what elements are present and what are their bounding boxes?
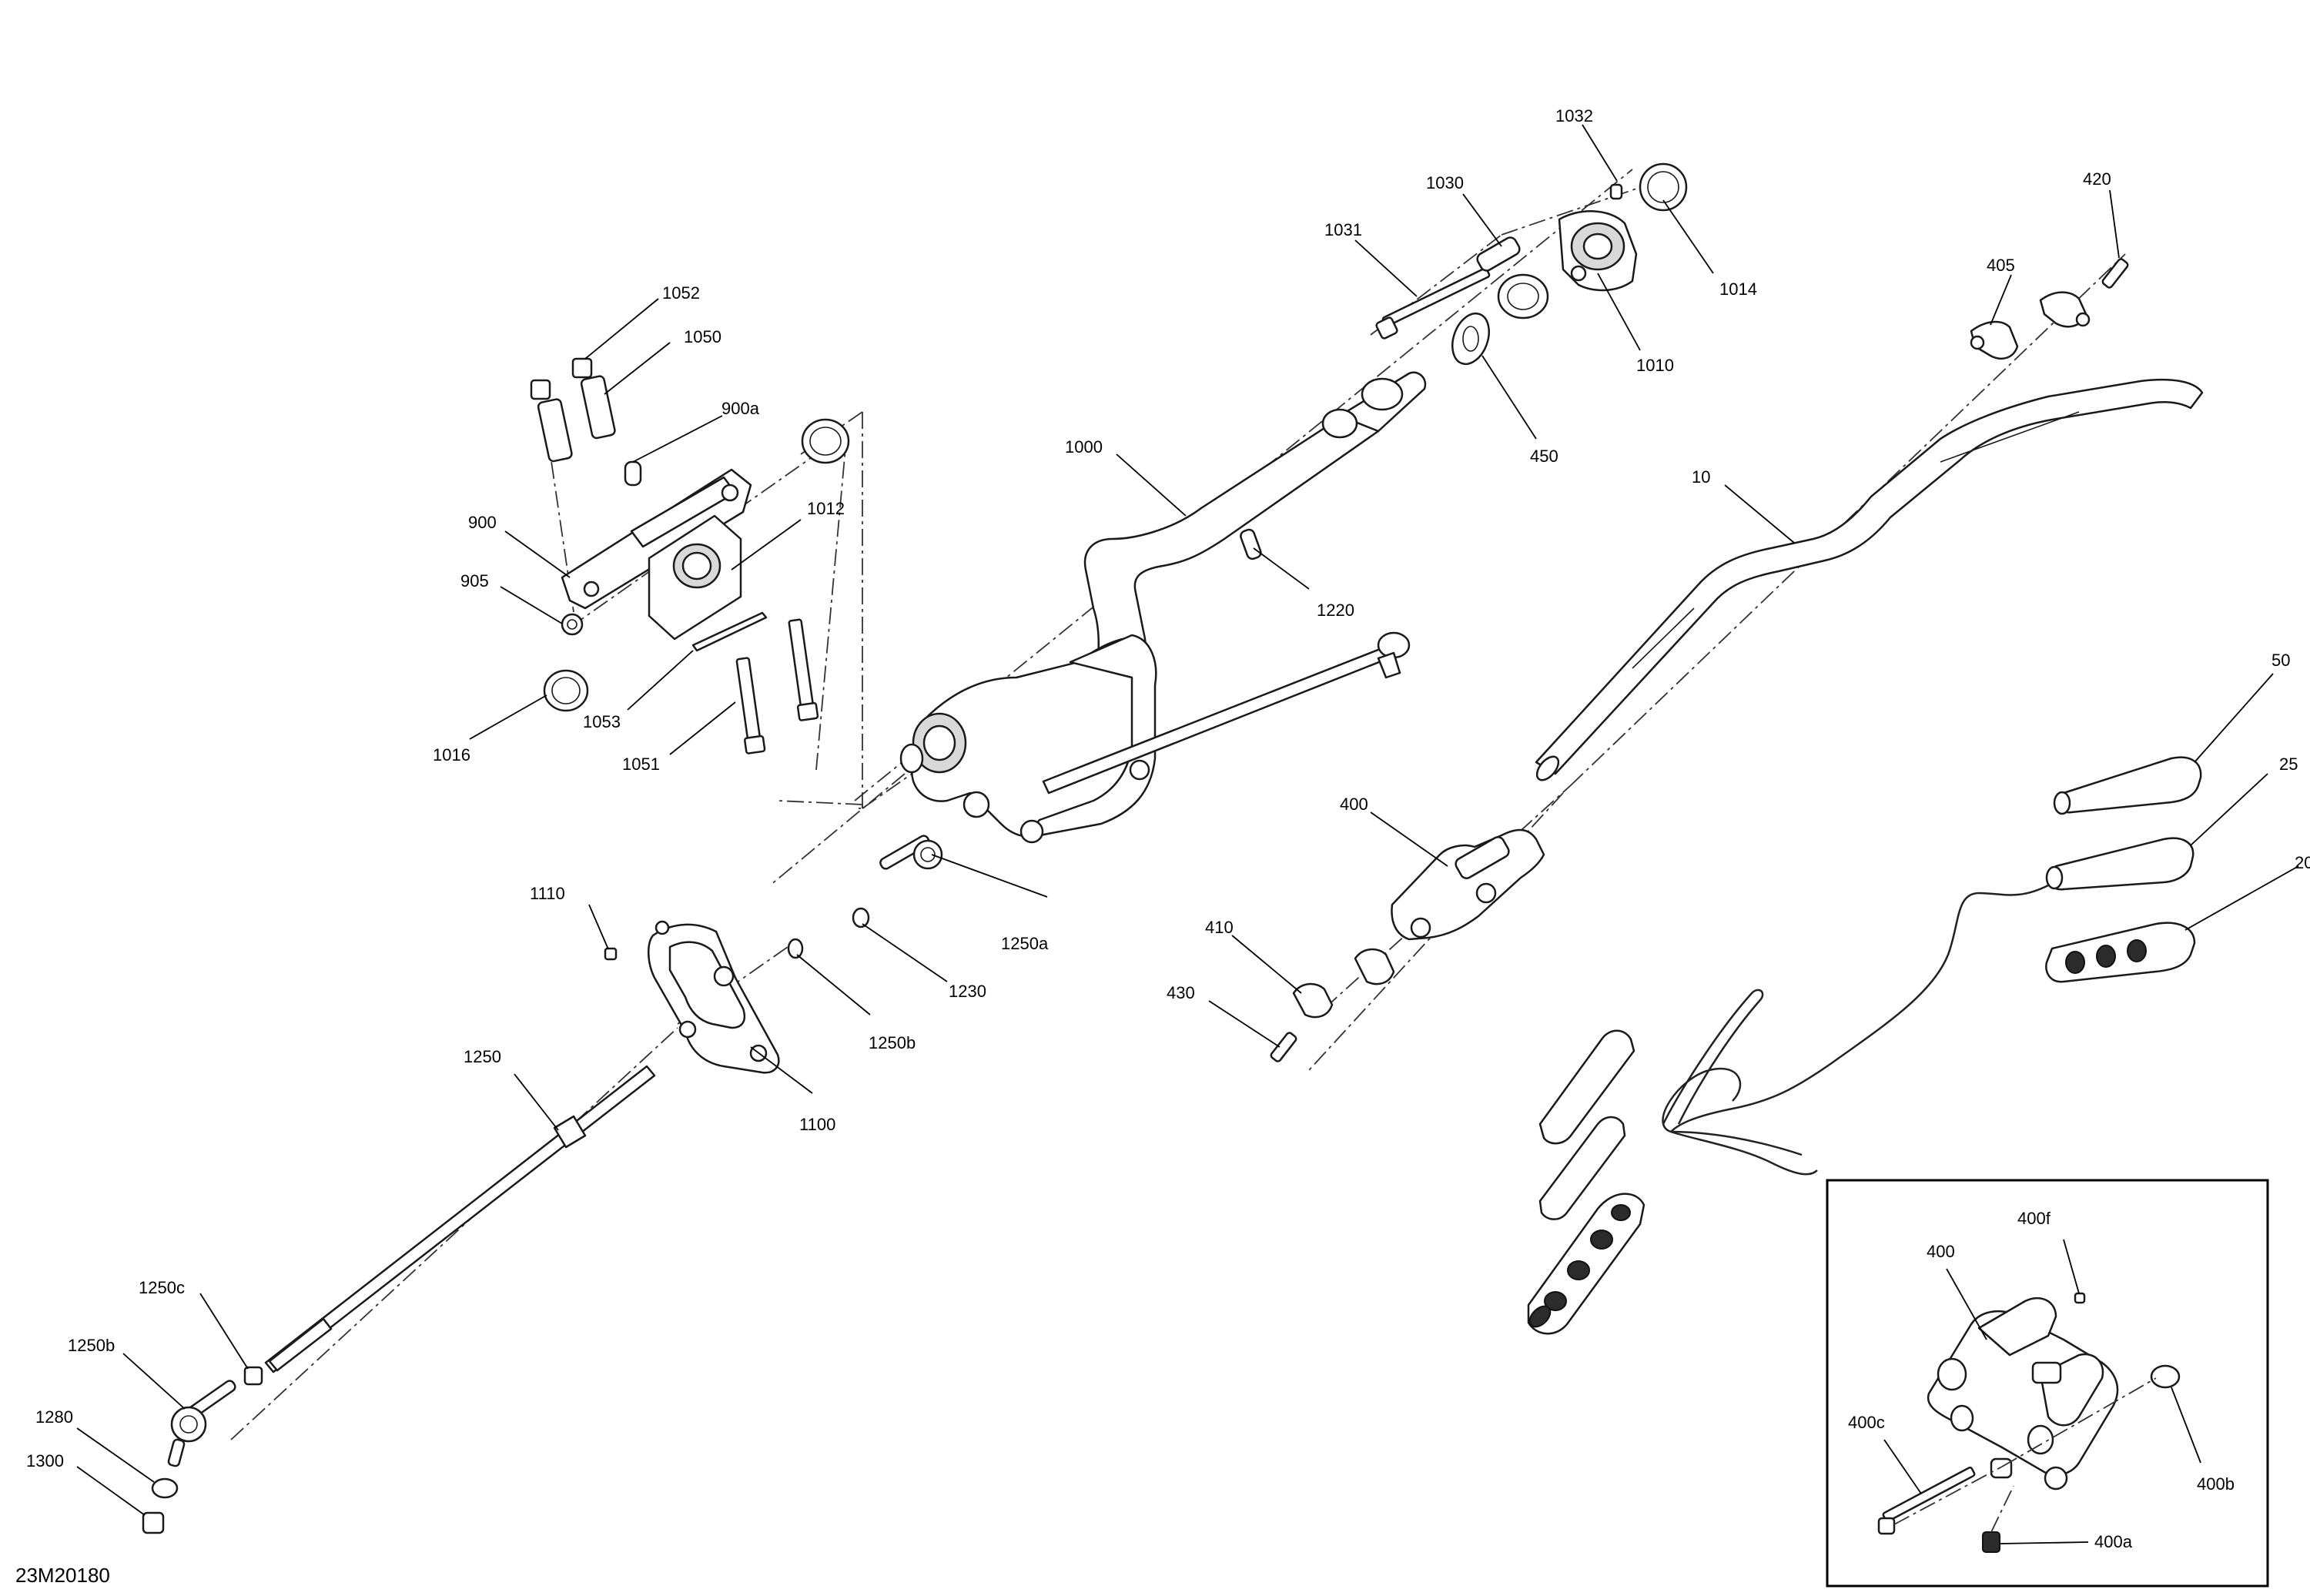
inset-callout-400c: 400c: [1848, 1413, 1885, 1432]
clamp-block-1012: [648, 514, 742, 641]
nut-1300: [142, 1511, 165, 1534]
clamp-405: [1970, 291, 2091, 360]
callout-1230: 1230: [949, 982, 986, 1001]
screw-1110: [604, 947, 618, 961]
callout-410: 410: [1205, 918, 1234, 937]
callout-905: 905: [460, 571, 489, 591]
callout-1012: 1012: [807, 499, 845, 518]
callout-1052: 1052: [662, 283, 700, 303]
nut-1052-right: [571, 357, 593, 379]
callout-430: 430: [1167, 983, 1195, 1002]
callout-leaders: [76, 124, 2299, 1516]
callout-1032: 1032: [1555, 106, 1593, 125]
callout-50: 50: [2272, 651, 2290, 670]
callout-900: 900: [468, 513, 497, 532]
washer-1280: [151, 1477, 179, 1499]
callout-1220: 1220: [1317, 601, 1354, 620]
callout-1280: 1280: [35, 1407, 73, 1427]
callout-1250c: 1250c: [139, 1278, 185, 1297]
callout-450: 450: [1530, 447, 1558, 466]
bushing-1014: [1639, 162, 1688, 212]
callout-1110: 1110: [530, 884, 565, 903]
grip-heater-25: [2045, 837, 2194, 891]
clamp-410: [1292, 948, 1395, 1019]
screw-420: [2101, 258, 2129, 289]
callout-25: 25: [2279, 755, 2298, 774]
washer-1230: [852, 907, 870, 928]
nut-1250c: [243, 1366, 263, 1386]
bushing-1012: [801, 418, 850, 464]
bracket-900: [561, 468, 752, 610]
clamp-1010: [1558, 210, 1638, 292]
callout-1014: 1014: [1719, 279, 1757, 299]
callout-1250b-lower: 1250b: [68, 1336, 115, 1355]
callout-1050: 1050: [684, 327, 721, 346]
left-grip: [1527, 1193, 1645, 1335]
inset-detail-riser: 400 400f 400c 400b 400a: [1826, 1179, 2269, 1588]
callout-420: 420: [2083, 169, 2111, 189]
sleeve-1030: [1476, 236, 1521, 272]
pin-1032: [1609, 183, 1623, 200]
callout-10: 10: [1692, 467, 1710, 487]
bushing-1010-lower: [1497, 273, 1549, 320]
shim-1053: [691, 611, 768, 652]
screw-430: [1270, 1032, 1297, 1062]
bearing-450: [1451, 312, 1490, 366]
callout-1010: 1010: [1636, 356, 1674, 375]
callout-1300: 1300: [26, 1451, 64, 1471]
lower-housing-1100: [648, 920, 780, 1074]
callout-1031: 1031: [1324, 220, 1362, 239]
callout-900a: 900a: [721, 399, 760, 418]
callout-labels: 1032 1030 1031 1014 1010 450 420 405 10 …: [26, 106, 2310, 1471]
steering-column-1000: [852, 371, 1427, 928]
pin-900a: [624, 460, 642, 487]
nut-1052-left: [530, 379, 551, 400]
callout-1100: 1100: [799, 1115, 835, 1134]
callout-1053: 1053: [583, 712, 621, 731]
nut-905: [561, 613, 584, 636]
callout-1000: 1000: [1065, 437, 1103, 457]
callout-405: 405: [1987, 256, 2015, 275]
inset-callout-400f: 400f: [2017, 1209, 2051, 1228]
handlebar-10: [1535, 378, 2204, 781]
left-grip-heater-top: [1538, 1029, 1635, 1145]
upper-clamp-group: [530, 357, 850, 755]
washer-1250b-upper: [787, 938, 804, 959]
left-grip-heater-mid: [1538, 1116, 1626, 1220]
bolt-1051-left: [735, 657, 766, 755]
spacer-1050-right: [580, 375, 616, 440]
callout-1250b-upper: 1250b: [869, 1033, 916, 1052]
rod-end-1250b-lower: [167, 1380, 236, 1467]
callout-1030: 1030: [1426, 173, 1464, 192]
shaft-1250: [264, 1065, 656, 1373]
callout-1016: 1016: [433, 745, 470, 765]
diagram-code: 23M20180: [15, 1564, 110, 1587]
rod-end-1250a: [879, 835, 943, 870]
callout-1250a: 1250a: [1001, 934, 1049, 953]
callout-400: 400: [1340, 795, 1368, 814]
column-top-group: [1375, 162, 1688, 366]
grip-heater-50: [2053, 756, 2202, 815]
callout-1250: 1250: [464, 1047, 501, 1066]
pin-1220: [1240, 528, 1262, 560]
callout-20: 20: [2295, 853, 2310, 872]
spacer-1050-left: [537, 398, 573, 463]
riser-400: [1391, 828, 1545, 941]
inset-callout-400a: 400a: [2094, 1532, 2133, 1551]
heater-wiring: [1662, 884, 2049, 1176]
grip-20: [2045, 922, 2196, 983]
inset-callout-400: 400: [1927, 1242, 1955, 1261]
bushing-1016: [543, 669, 589, 712]
callout-1051: 1051: [622, 755, 660, 774]
bolt-1031: [1375, 267, 1491, 340]
bolt-1051-right: [788, 618, 819, 721]
inset-callout-400b: 400b: [2197, 1474, 2235, 1494]
